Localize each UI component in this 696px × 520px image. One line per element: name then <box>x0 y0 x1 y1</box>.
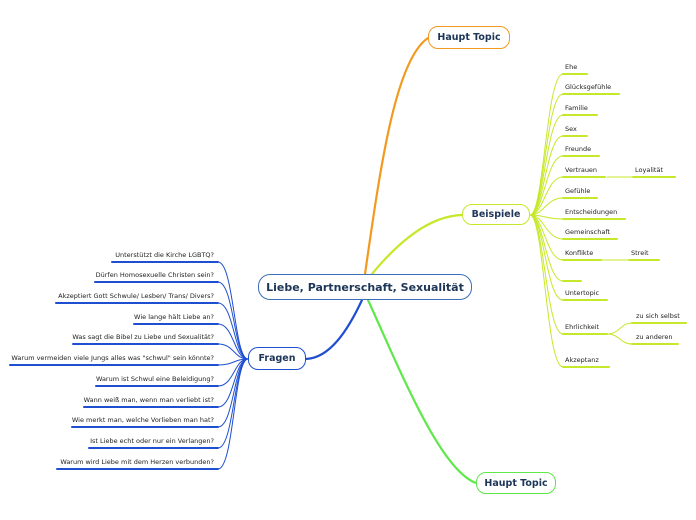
connector-beispiel-item <box>529 135 564 216</box>
beispiel-subitem[interactable]: zu anderen <box>636 333 673 341</box>
frage-item[interactable]: Was sagt die Bibel zu Liebe und Sexualit… <box>72 333 214 341</box>
frage-item[interactable]: Wie merkt man, welche Vorlieben man hat? <box>71 416 214 424</box>
branch-fragen[interactable]: Fragen <box>248 347 306 370</box>
beispiel-item[interactable]: Ehrlichkeit <box>565 323 600 331</box>
connector-beispiel-item <box>529 176 564 216</box>
connector-beispiel-item <box>529 214 564 335</box>
connector-beispiel-subitem <box>606 322 633 335</box>
connector-beispiel-item <box>529 114 564 216</box>
connector-frage-item <box>217 358 249 449</box>
connector-beispiel-item <box>529 197 564 216</box>
connector-frage-item <box>217 343 249 360</box>
branch-beispiele-label: Beispiele <box>471 209 521 220</box>
beispiel-item[interactable]: Gemeinschaft <box>565 228 611 236</box>
connector-frage-item <box>217 323 249 360</box>
frage-item[interactable]: Warum wird Liebe mit dem Herzen verbunde… <box>60 458 214 466</box>
beispiel-subitem[interactable]: zu sich selbst <box>636 312 680 320</box>
beispiel-item[interactable]: Untertopic <box>565 289 600 297</box>
connector-beispiel-item <box>529 214 564 368</box>
connector-fragen <box>304 298 364 361</box>
branch-fragen-label: Fragen <box>258 353 296 364</box>
connector-frage-item <box>217 281 249 360</box>
beispiel-item[interactable]: Ehe <box>565 63 578 71</box>
frage-item[interactable]: Wie lange hält Liebe an? <box>134 313 214 321</box>
connector-frage-item <box>217 358 249 470</box>
frage-item[interactable]: Warum vermeiden viele Jungs alles was "s… <box>11 354 214 362</box>
beispiel-item[interactable]: Familie <box>565 104 588 112</box>
central-topic[interactable]: Liebe, Partnerschaft, Sexualität <box>258 274 472 300</box>
beispiel-item[interactable]: Gefühle <box>565 187 591 195</box>
branch-haupt-topic-top-label: Haupt Topic <box>437 32 501 43</box>
connector-beispiel-item <box>529 93 564 216</box>
branch-haupt-topic-top[interactable]: Haupt Topic <box>428 26 510 49</box>
frage-item[interactable]: Ist Liebe echt oder nur ein Verlangen? <box>90 437 214 445</box>
beispiel-item[interactable]: Glücksgefühle <box>565 83 612 91</box>
frage-item[interactable]: Wann weiß man, wenn man verliebt ist? <box>83 396 214 404</box>
connector-beispiel-item <box>529 214 564 282</box>
branch-beispiele[interactable]: Beispiele <box>462 204 530 225</box>
beispiel-item[interactable]: Sex <box>565 125 577 133</box>
beispiel-item[interactable]: Akzeptanz <box>565 356 599 364</box>
frage-item[interactable]: Warum ist Schwul eine Beleidigung? <box>95 375 214 383</box>
beispiel-item[interactable]: Freunde <box>565 145 592 153</box>
branch-haupt-topic-bottom-label: Haupt Topic <box>484 477 548 489</box>
beispiel-subitem[interactable]: Loyalität <box>635 166 664 174</box>
frage-item[interactable]: Unterstützt die Kirche LGBTQ? <box>115 251 214 259</box>
connector-beispiel-subitem <box>606 333 633 345</box>
connector-haupt-topic-top <box>363 36 430 276</box>
connector-frage-item <box>217 358 249 408</box>
branch-haupt-topic-bottom[interactable]: Haupt Topic <box>476 472 556 494</box>
central-topic-label: Liebe, Partnerschaft, Sexualität <box>266 280 464 294</box>
beispiel-item[interactable]: Konflikte <box>565 249 594 257</box>
beispiel-item[interactable]: Entscheidungen <box>565 208 618 216</box>
beispiel-subitem[interactable]: Streit <box>631 249 649 257</box>
connector-haupt-topic-bottom <box>366 298 478 485</box>
frage-item[interactable]: Dürfen Homosexuelle Christen sein? <box>95 271 214 279</box>
connector-beispiel-item <box>529 155 564 216</box>
frage-item[interactable]: Akzeptiert Gott Schwule/ Lesben/ Trans/ … <box>58 292 214 300</box>
beispiel-item[interactable]: Vertrauen <box>565 166 598 174</box>
connector-frage-item <box>217 261 249 360</box>
connector-beispiele <box>370 213 464 276</box>
